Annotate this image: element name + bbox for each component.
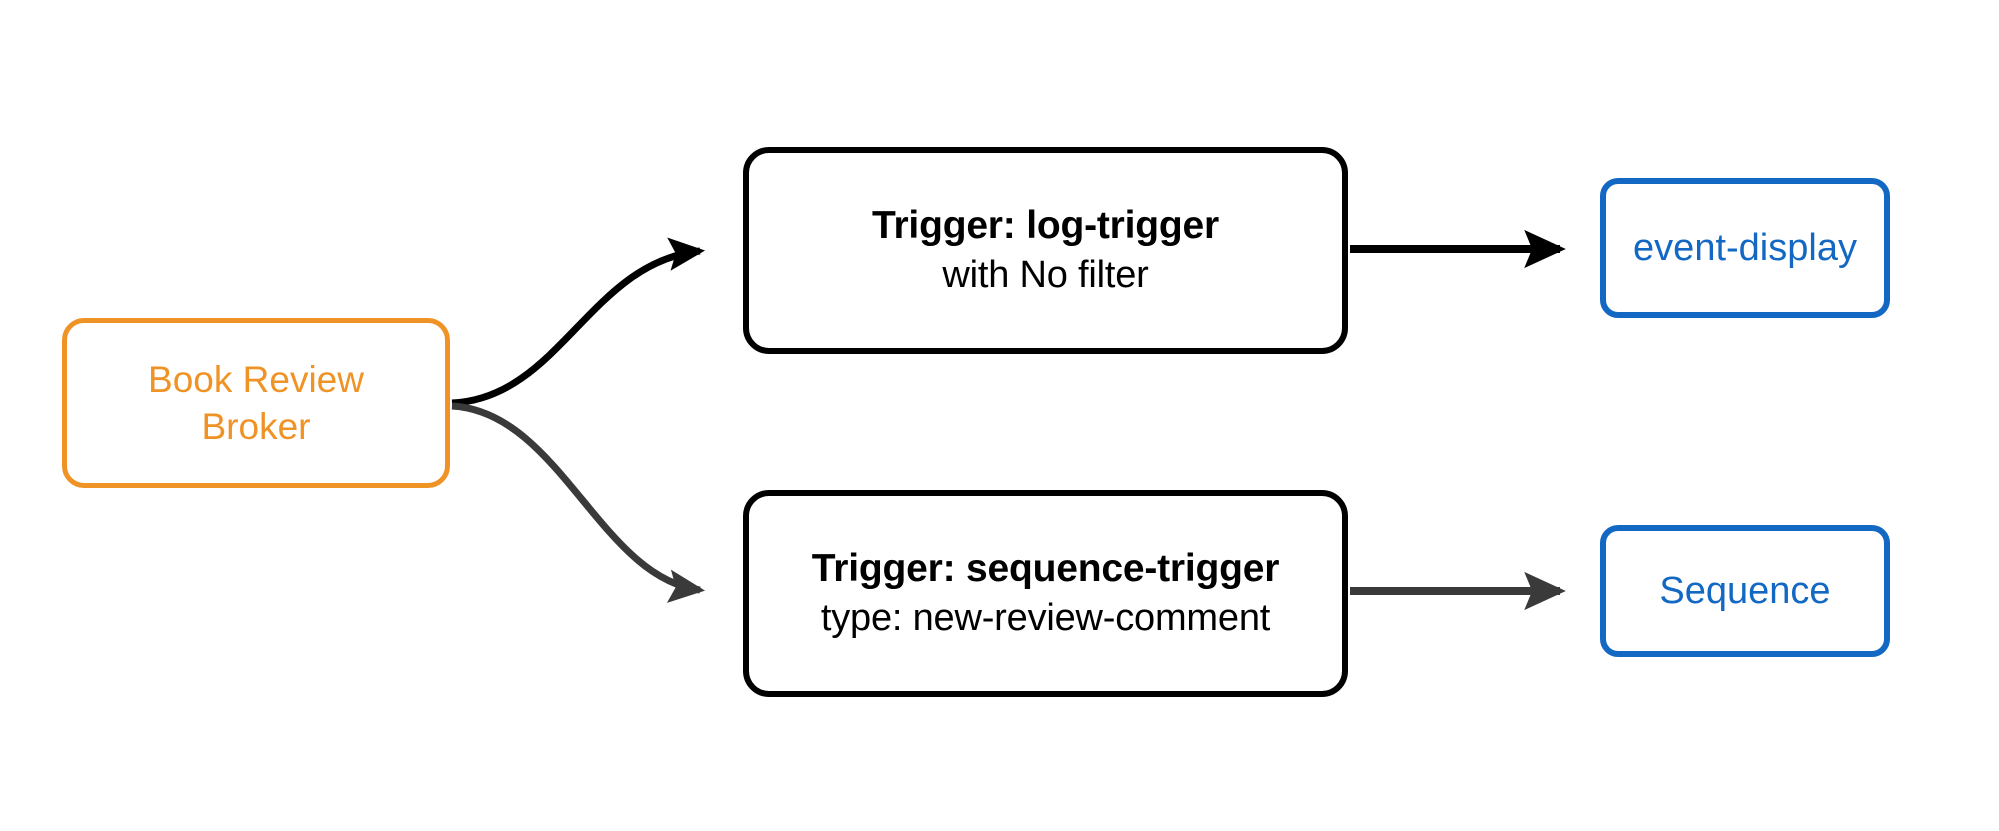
sequence-label: Sequence: [1659, 569, 1831, 612]
node-trigger-sequence-trigger[interactable]: Trigger: sequence-trigger type: new-revi…: [743, 490, 1348, 697]
node-sequence[interactable]: Sequence: [1600, 525, 1890, 657]
trigger-log-subtitle: with No filter: [942, 254, 1149, 297]
node-book-review-broker[interactable]: Book Review Broker: [62, 318, 450, 488]
node-event-display[interactable]: event-display: [1600, 178, 1890, 318]
trigger-sequence-title: Trigger: sequence-trigger: [811, 547, 1280, 591]
trigger-sequence-subtitle: type: new-review-comment: [820, 597, 1271, 640]
node-trigger-log-trigger[interactable]: Trigger: log-trigger with No filter: [743, 147, 1348, 354]
trigger-log-title: Trigger: log-trigger: [871, 204, 1219, 248]
event-display-label: event-display: [1633, 226, 1857, 269]
edge-broker-to-trigger-log: [451, 237, 706, 407]
broker-label-line1: Book Review: [148, 358, 364, 400]
edge-broker-to-trigger-sequence: [451, 402, 706, 603]
broker-label-line2: Broker: [201, 406, 311, 447]
